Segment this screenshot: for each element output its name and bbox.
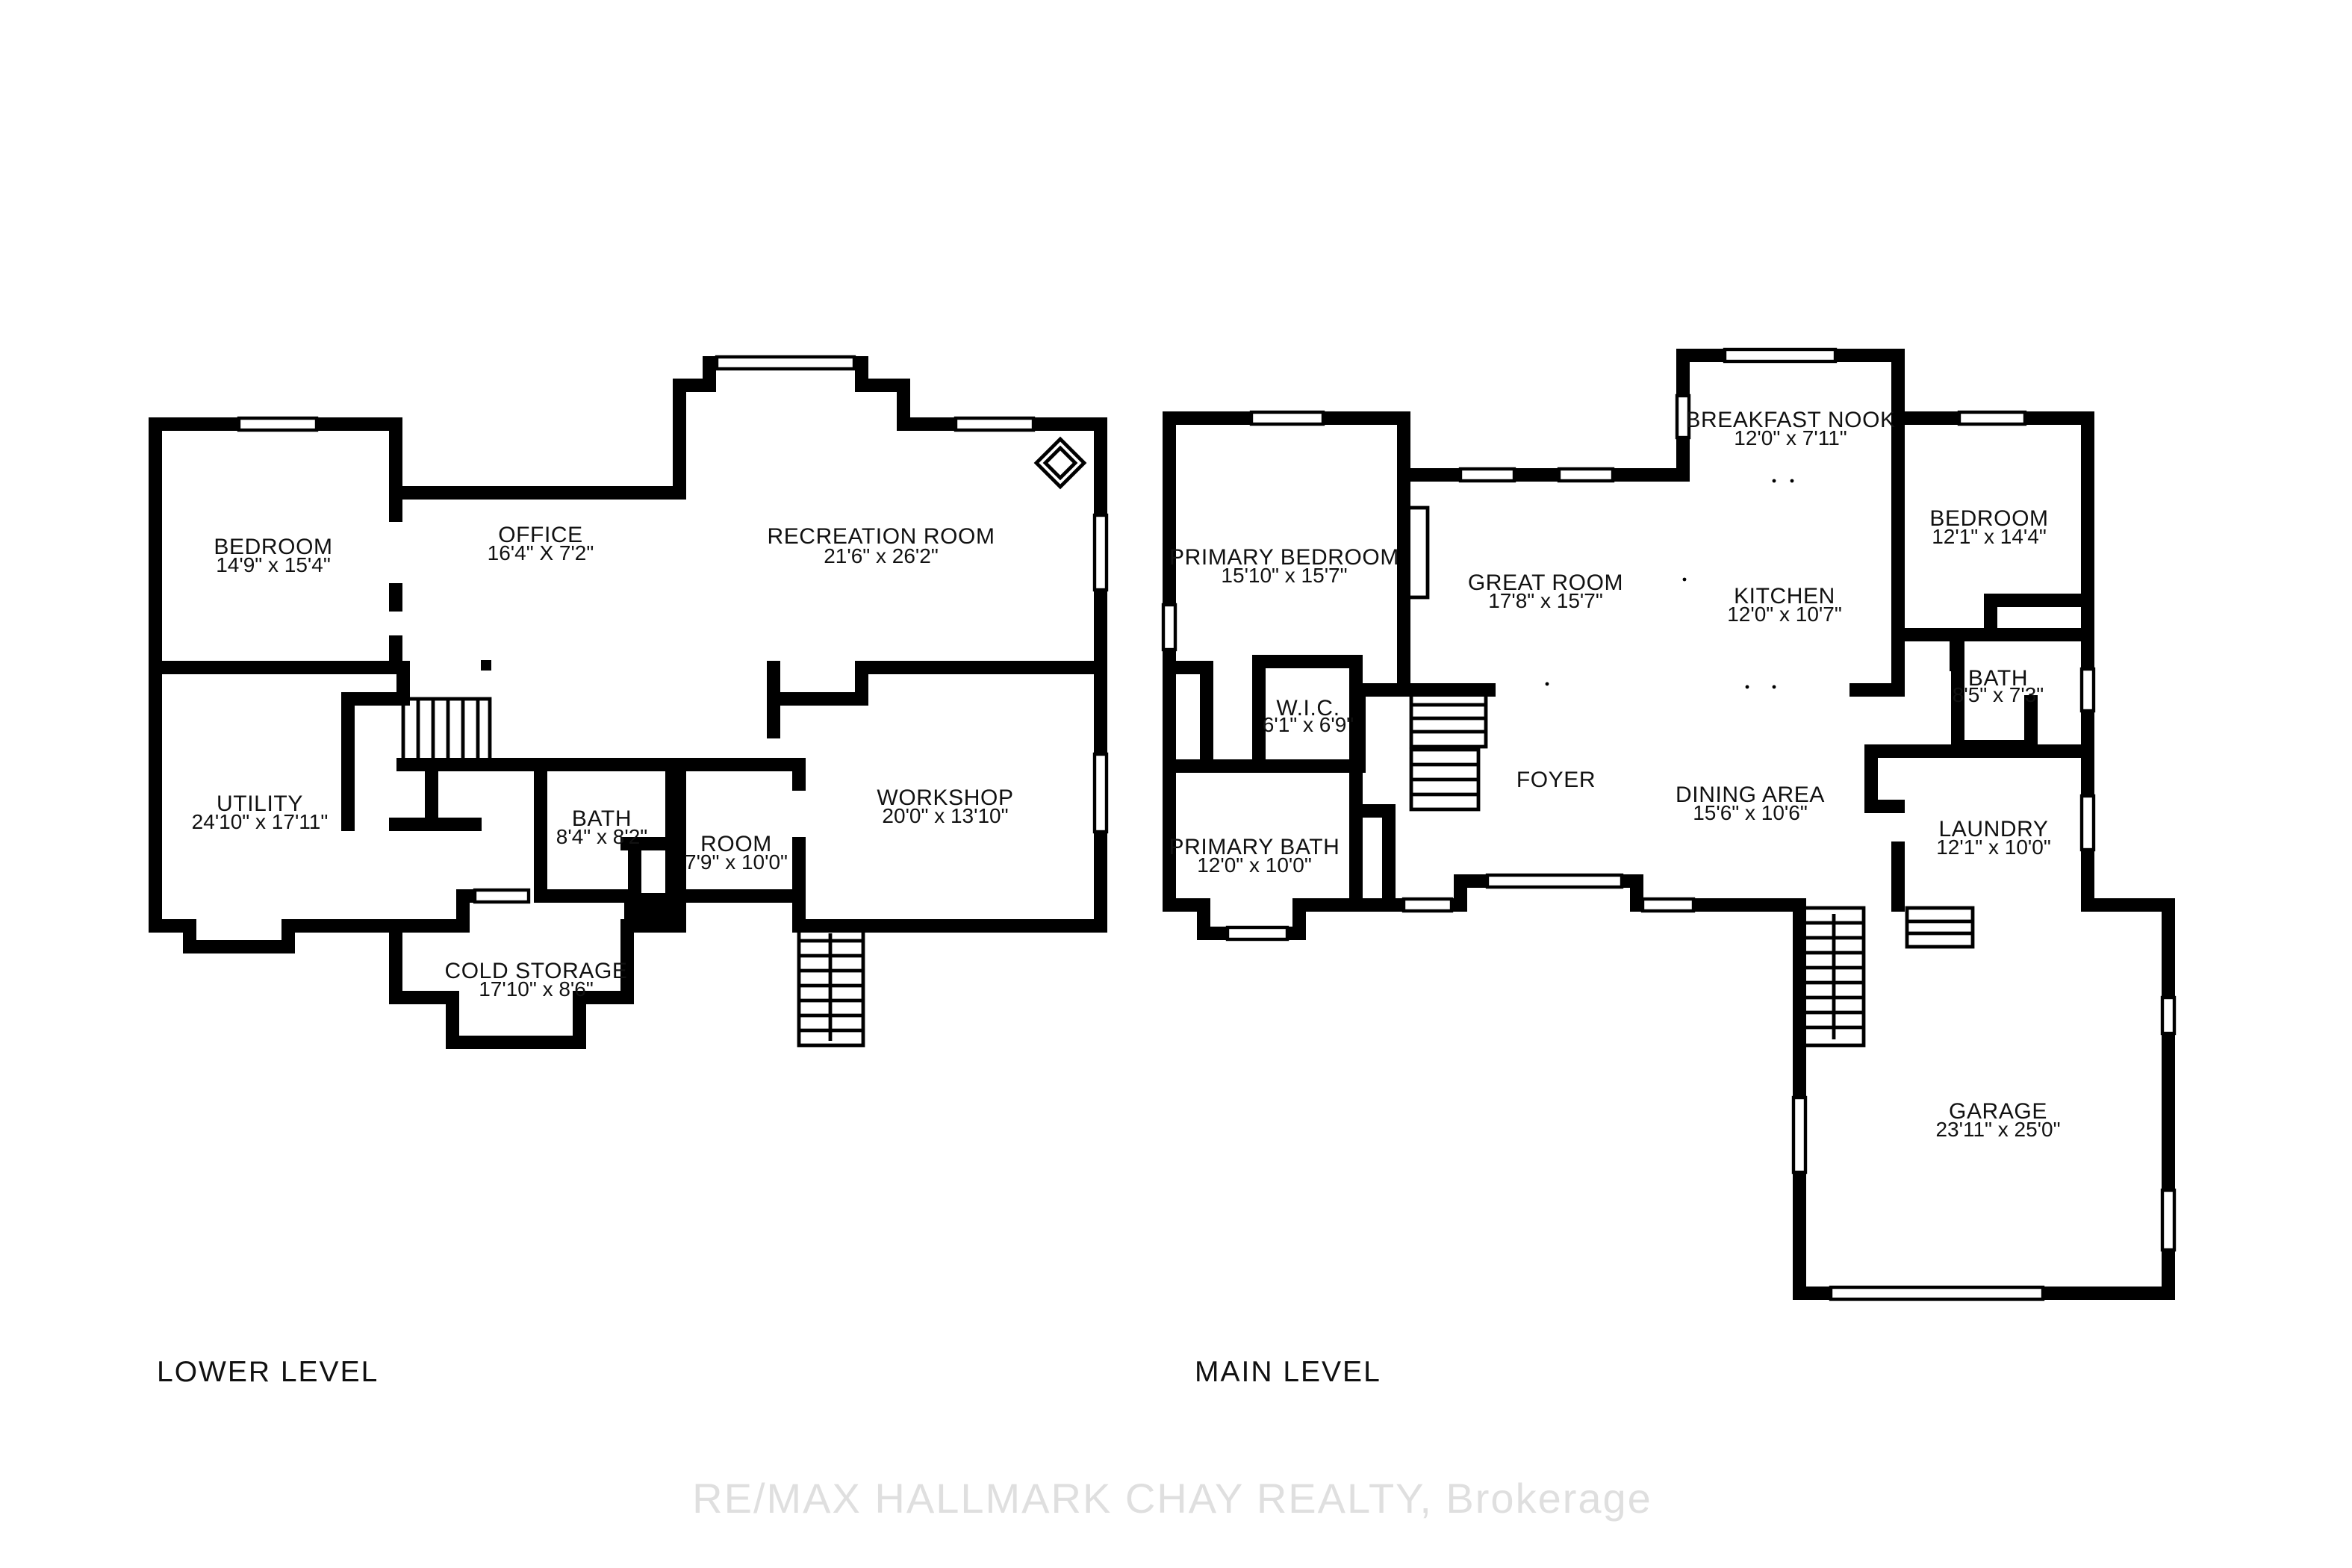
window xyxy=(1957,410,2027,426)
window xyxy=(2079,794,2096,852)
lower-outer-wall xyxy=(149,356,1107,1049)
window xyxy=(2160,1188,2177,1252)
main-level-plan xyxy=(1161,347,2177,1301)
room-name-foyer: FOYER xyxy=(1516,768,1596,792)
window xyxy=(1225,925,1289,942)
room-name-recreation-room: RECREATION ROOM xyxy=(767,524,995,549)
window xyxy=(1791,1095,1808,1175)
window xyxy=(1723,347,1838,364)
window xyxy=(1675,393,1691,440)
room-name-lower-bedroom: BEDROOM xyxy=(214,535,332,559)
fixture-dot xyxy=(1545,682,1549,686)
room-name-great-room: GREAT ROOM xyxy=(1468,570,1623,595)
window xyxy=(473,888,531,904)
room-size-cold-storage: 17'10" x 8'6" xyxy=(479,977,594,1001)
room-size-laundry: 12'1" x 10'0" xyxy=(1936,836,2051,859)
room-name-utility: UTILITY xyxy=(217,791,303,816)
room-size-utility: 24'10" x 17'11" xyxy=(192,810,329,833)
room-name-wic: W.I.C. xyxy=(1276,696,1340,721)
room-size-kitchen: 12'0" x 10'7" xyxy=(1727,603,1842,626)
room-size-workshop: 20'0" x 13'10" xyxy=(882,804,1008,827)
room-name-breakfast-nook: BREAKFAST NOOK xyxy=(1685,408,1895,432)
lower-stairs-exterior xyxy=(797,924,865,1048)
lower-level-plan xyxy=(149,355,1109,1049)
window xyxy=(1092,513,1109,592)
lower-bath-walls xyxy=(534,758,679,903)
window xyxy=(1485,873,1624,889)
room-walls xyxy=(673,758,806,933)
room-name-main-bath: BATH xyxy=(1968,666,2028,691)
workshop-walls xyxy=(767,661,1107,738)
room-size-breakfast-nook: 12'0" x 7'11" xyxy=(1734,426,1847,449)
fixture-dot xyxy=(1682,577,1687,582)
room-size-recreation-room: 21'6" x 26'2" xyxy=(824,544,939,567)
garage-door xyxy=(1829,1285,2045,1301)
room-size-lower-bath: 8'4" x 8'2" xyxy=(556,825,647,848)
fixture-dot xyxy=(1772,479,1776,483)
window xyxy=(1161,603,1177,652)
window xyxy=(1557,467,1615,483)
kitchen-walls xyxy=(1849,411,1905,697)
window xyxy=(1092,752,1109,834)
lower-stairs-interior xyxy=(401,697,492,767)
room-size-main-bedroom: 12'1" x 14'4" xyxy=(1932,525,2047,548)
room-name-garage: GARAGE xyxy=(1949,1099,2047,1124)
fixture-dot xyxy=(1790,479,1794,483)
laundry-walls xyxy=(1864,628,2094,912)
window xyxy=(953,416,1036,432)
window xyxy=(2079,667,2096,713)
room-name-laundry: LAUNDRY xyxy=(1938,817,2048,841)
main-stairs-upper xyxy=(1409,688,1488,749)
primary-suite-walls xyxy=(1163,411,1410,910)
window xyxy=(2160,995,2177,1036)
fireplace-icon xyxy=(1401,505,1430,600)
room-size-great-room: 17'8" x 15'7" xyxy=(1488,589,1603,612)
laundry-steps xyxy=(1905,906,1975,949)
window xyxy=(715,355,856,371)
window xyxy=(1401,897,1454,913)
room-name-dining-area: DINING AREA xyxy=(1676,783,1825,807)
window xyxy=(1640,897,1696,913)
room-size-lower-bedroom: 14'9" x 15'4" xyxy=(216,553,331,576)
room-size-garage: 23'11" x 25'0" xyxy=(1935,1118,2060,1141)
support-post xyxy=(481,660,491,671)
room-name-office: OFFICE xyxy=(498,523,583,547)
room-name-lower-bath: BATH xyxy=(572,806,632,831)
room-size-office: 16'4" X 7'2" xyxy=(488,541,594,564)
room-name-workshop: WORKSHOP xyxy=(877,785,1013,810)
lower-bedroom-walls xyxy=(149,486,410,706)
room-size-dining-area: 15'6" x 10'6" xyxy=(1693,801,1808,824)
window xyxy=(1458,467,1516,483)
room-name-primary-bath: PRIMARY BATH xyxy=(1169,835,1340,859)
room-size-wic: 6'1" x 6'9" xyxy=(1263,713,1354,736)
lower-level-label: LOWER LEVEL xyxy=(157,1356,379,1388)
main-level-label: MAIN LEVEL xyxy=(1195,1356,1381,1388)
room-name-room: ROOM xyxy=(700,832,772,856)
room-name-primary-bedroom: PRIMARY BEDROOM xyxy=(1169,545,1399,570)
room-labels: BEDROOM 14'9" x 15'4" OFFICE 16'4" X 7'2… xyxy=(192,408,2061,1141)
room-size-main-bath: 8'5" x 7'3" xyxy=(1953,683,2044,706)
room-name-kitchen: KITCHEN xyxy=(1734,584,1835,609)
garage-stairs xyxy=(1802,906,1866,1048)
room-name-main-bedroom: BEDROOM xyxy=(1929,506,2048,531)
main-stairs-lower xyxy=(1409,747,1481,812)
fireplace-icon xyxy=(1033,436,1087,490)
fixture-dot xyxy=(1745,685,1749,689)
main-stair-walls xyxy=(1352,683,1496,910)
room-size-primary-bedroom: 15'10" x 15'7" xyxy=(1221,564,1347,587)
utility-walls xyxy=(341,692,541,831)
fixture-dot xyxy=(1772,685,1776,689)
room-size-room: 7'9" x 10'0" xyxy=(685,850,788,874)
window xyxy=(1249,410,1325,426)
room-size-primary-bath: 12'0" x 10'0" xyxy=(1197,853,1312,877)
room-name-cold-storage: COLD STORAGE xyxy=(444,959,627,983)
support-block xyxy=(624,893,678,926)
window xyxy=(237,416,319,432)
brokerage-watermark: RE/MAX HALLMARK CHAY REALTY, Brokerage xyxy=(692,1475,1652,1522)
cold-storage-top xyxy=(389,889,482,933)
